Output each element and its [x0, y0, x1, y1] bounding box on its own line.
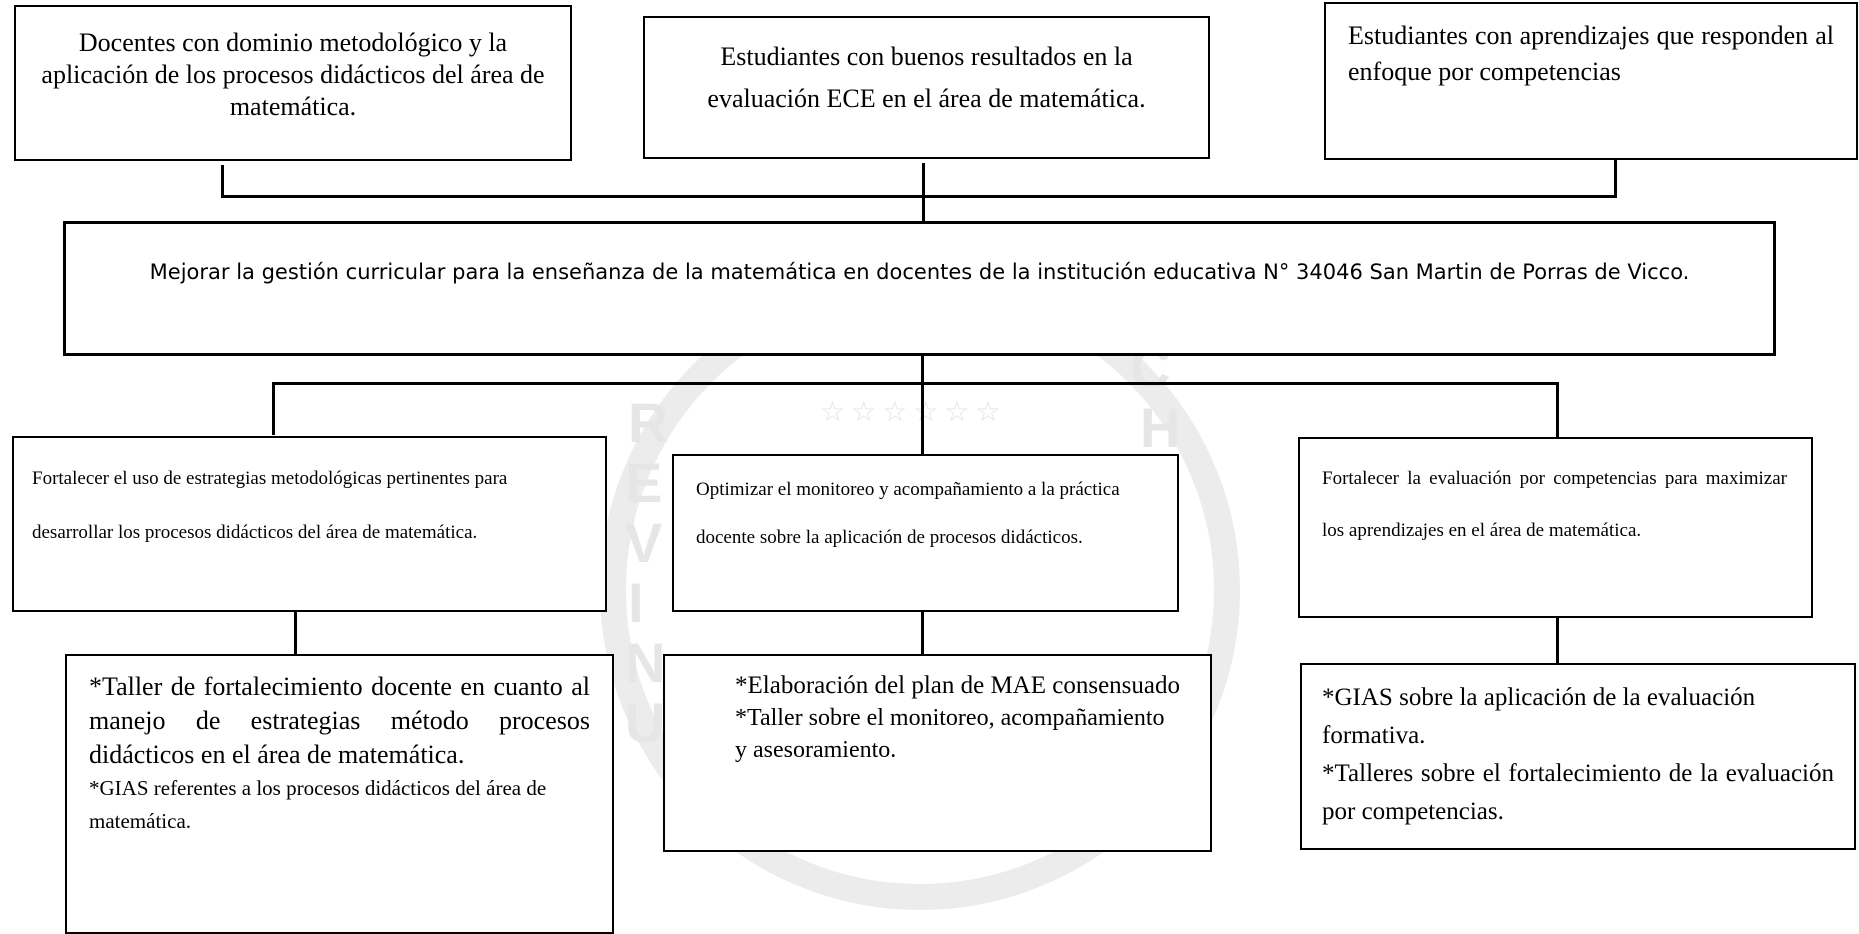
connector-mid-right-stub: [1556, 382, 1559, 437]
strategy-text-methodology: Fortalecer el uso de estrategias metodol…: [32, 468, 508, 543]
result-box-teachers: Docentes con dominio metodológico y la a…: [14, 5, 572, 161]
objective-text: Mejorar la gestión curricular para la en…: [149, 260, 1690, 284]
result-box-students-ece: Estudiantes con buenos resultados en la …: [643, 16, 1210, 159]
connector-top-center: [922, 163, 925, 221]
strategy-box-evaluation: Fortalecer la evaluación por competencia…: [1298, 437, 1813, 618]
result-text-students-competencies: Estudiantes con aprendizajes que respond…: [1348, 21, 1834, 86]
strategy-box-methodology: Fortalecer el uso de estrategias metodol…: [12, 436, 607, 612]
connector-right-down: [1556, 618, 1559, 663]
action-box-right: *GIAS sobre la aplicación de la evaluaci…: [1300, 663, 1856, 850]
strategy-text-evaluation: Fortalecer la evaluación por competencia…: [1322, 468, 1787, 541]
action-box-left: *Taller de fortalecimiento docente en cu…: [65, 654, 614, 934]
connector-mid-horizontal: [272, 382, 1559, 385]
action-center-line1: *Elaboración del plan de MAE consensuado: [735, 672, 1181, 699]
connector-left-down: [294, 612, 297, 654]
watermark-letter-h: H: [1140, 396, 1187, 459]
action-right-line2: *Talleres sobre el fortalecimiento de la…: [1322, 760, 1834, 825]
result-text-teachers: Docentes con dominio metodológico y la a…: [41, 28, 545, 121]
objective-box: Mejorar la gestión curricular para la en…: [63, 221, 1776, 356]
strategy-text-monitoring: Optimizar el monitoreo y acompañamiento …: [696, 479, 1120, 548]
action-center-line2: *Taller sobre el monitoreo, acompañamien…: [735, 705, 1165, 763]
connector-objective-down: [921, 355, 924, 455]
connector-top-horizontal: [221, 195, 1617, 198]
action-right-line1: *GIAS sobre la aplicación de la evaluaci…: [1322, 684, 1756, 749]
connector-top-left-stub: [221, 165, 224, 197]
strategy-box-monitoring: Optimizar el monitoreo y acompañamiento …: [672, 454, 1179, 612]
connector-center-down: [921, 612, 924, 654]
watermark-letter-r: R: [628, 391, 675, 454]
action-left-line1: *Taller de fortalecimiento docente en cu…: [89, 672, 590, 769]
watermark-stars: ☆☆☆☆☆☆: [820, 397, 1007, 428]
connector-mid-left-stub: [272, 382, 275, 435]
watermark-letter-i: I: [628, 571, 650, 634]
watermark-letter-v: V: [625, 511, 669, 574]
result-box-students-competencies: Estudiantes con aprendizajes que respond…: [1324, 2, 1858, 160]
result-text-students-ece: Estudiantes con buenos resultados en la …: [707, 42, 1146, 113]
action-box-center: *Elaboración del plan de MAE consensuado…: [663, 654, 1212, 852]
watermark-letter-u: U: [625, 691, 672, 754]
watermark-letter-e: E: [625, 451, 669, 514]
watermark-letter-n: N: [625, 631, 672, 694]
action-left-line2: *GIAS referentes a los procesos didáctic…: [89, 776, 547, 833]
connector-top-right-stub: [1614, 160, 1617, 197]
